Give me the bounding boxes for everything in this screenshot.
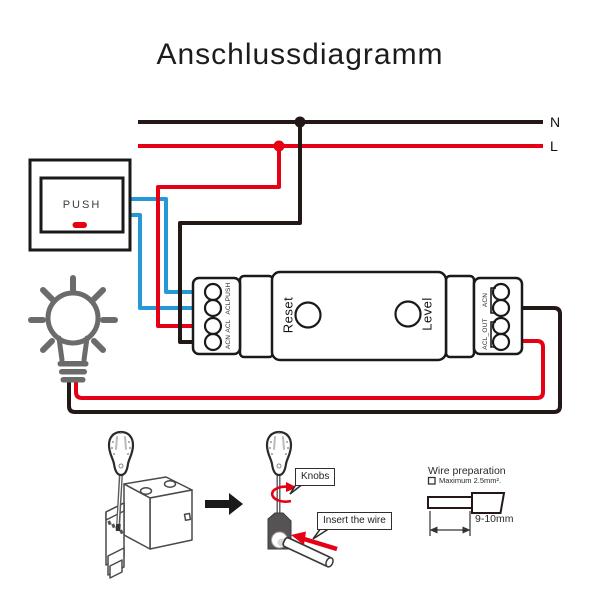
insert-callout-tail [312, 527, 331, 540]
terminal-pair-brackets [490, 287, 496, 348]
terminal-label-acn-in: ACN [224, 334, 232, 350]
din-module-illustration [105, 476, 193, 579]
page-title: Anschlussdiagramm [156, 38, 444, 71]
bulb-rays [28, 275, 118, 353]
knob-screwdriver-illustration [265, 430, 338, 568]
insert-arrow-icon [291, 531, 338, 552]
wire-ferrule [282, 536, 334, 568]
push-button-switch [28, 158, 132, 252]
terminal-label-acl-out: ACL_OUT [481, 318, 489, 350]
reset-button-label: Reset [280, 296, 296, 334]
wire-preparation-title: Wire preparation [428, 465, 506, 477]
dimension-lines [429, 511, 471, 536]
wire-preparation-spec: Maximum 2.5mm². [439, 476, 502, 485]
controller-module [191, 270, 524, 362]
live-line-label: L [550, 138, 558, 154]
insert-wire-callout: Insert the wire [317, 512, 392, 530]
light-bulb-icon [28, 275, 118, 383]
reset-button [294, 301, 322, 329]
knobs-callout: Knobs [295, 468, 336, 486]
terminal-label-acl-1: ACL [224, 301, 232, 315]
junction-dot-neutral [294, 116, 306, 128]
wires [67, 116, 562, 414]
left-terminal-screws [203, 282, 223, 352]
push-button-label: PUSH [62, 199, 102, 211]
bare-conductor [427, 496, 473, 509]
level-button [394, 300, 422, 328]
step-arrow-icon [205, 493, 243, 515]
terminal-label-push: PUSH [224, 282, 232, 302]
right-terminal-screws [491, 282, 511, 352]
strip-length-label: 9-10mm [475, 513, 514, 525]
level-button-label: Level [419, 297, 435, 331]
screwdriver-icon [107, 430, 135, 532]
spec-checkbox-icon [427, 476, 436, 485]
push-button-led [72, 222, 87, 228]
neutral-line-label: N [550, 114, 561, 130]
wire-preparation-drawing [427, 476, 506, 536]
power-lines [138, 120, 543, 148]
terminal-label-acl-2: ACL [224, 319, 232, 333]
terminal-label-acn-out: ACN [481, 292, 489, 308]
rotation-arrow-icon [270, 482, 297, 503]
wire-insulation [471, 492, 506, 514]
junction-dot-live [273, 140, 285, 152]
